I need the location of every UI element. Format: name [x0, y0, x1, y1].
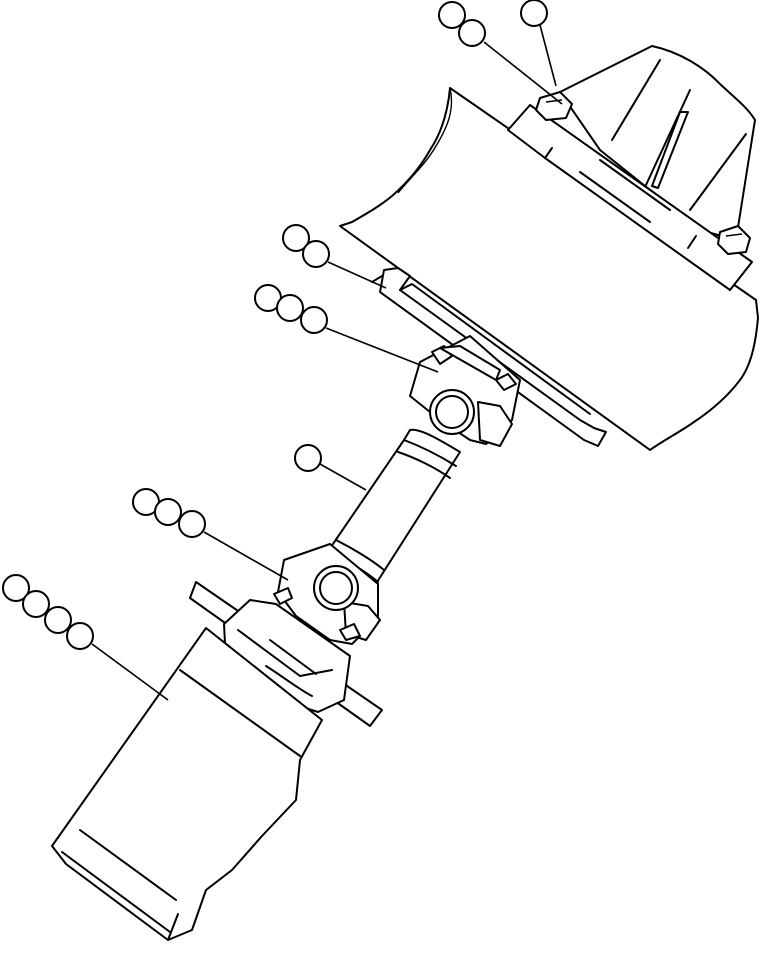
upper-housing-block — [339, 87, 759, 451]
upper-bolt-right — [717, 225, 751, 255]
callout-lower-housing — [2, 574, 169, 701]
lower-housing — [51, 627, 323, 941]
callout-upper-yoke — [254, 284, 439, 373]
callout-top-right — [520, 0, 557, 87]
callout-top-left — [438, 1, 563, 105]
lower-yoke — [273, 543, 381, 645]
callout-lower-yoke — [132, 488, 289, 581]
upper-yoke — [409, 335, 521, 447]
upper-gearbox — [559, 45, 756, 241]
upper-flange-plate — [507, 104, 753, 291]
callout-mount-plate — [282, 224, 387, 289]
callout-drive-shaft — [294, 444, 367, 491]
upper-bolt-left — [535, 91, 573, 121]
lower-adapter — [223, 599, 351, 713]
